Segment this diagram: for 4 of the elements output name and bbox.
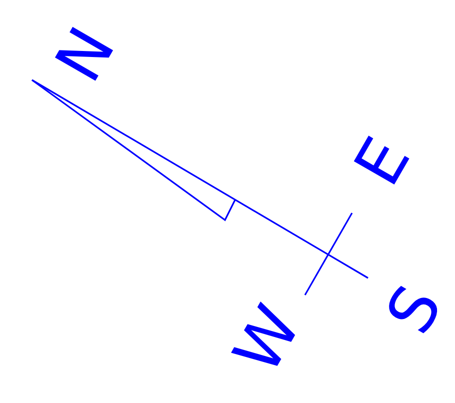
compass-direction-letter: S <box>377 276 453 344</box>
compass-direction-letter: W <box>224 296 312 384</box>
compass-direction-letter: E <box>345 128 421 196</box>
compass-direction-letter: N <box>46 18 126 92</box>
